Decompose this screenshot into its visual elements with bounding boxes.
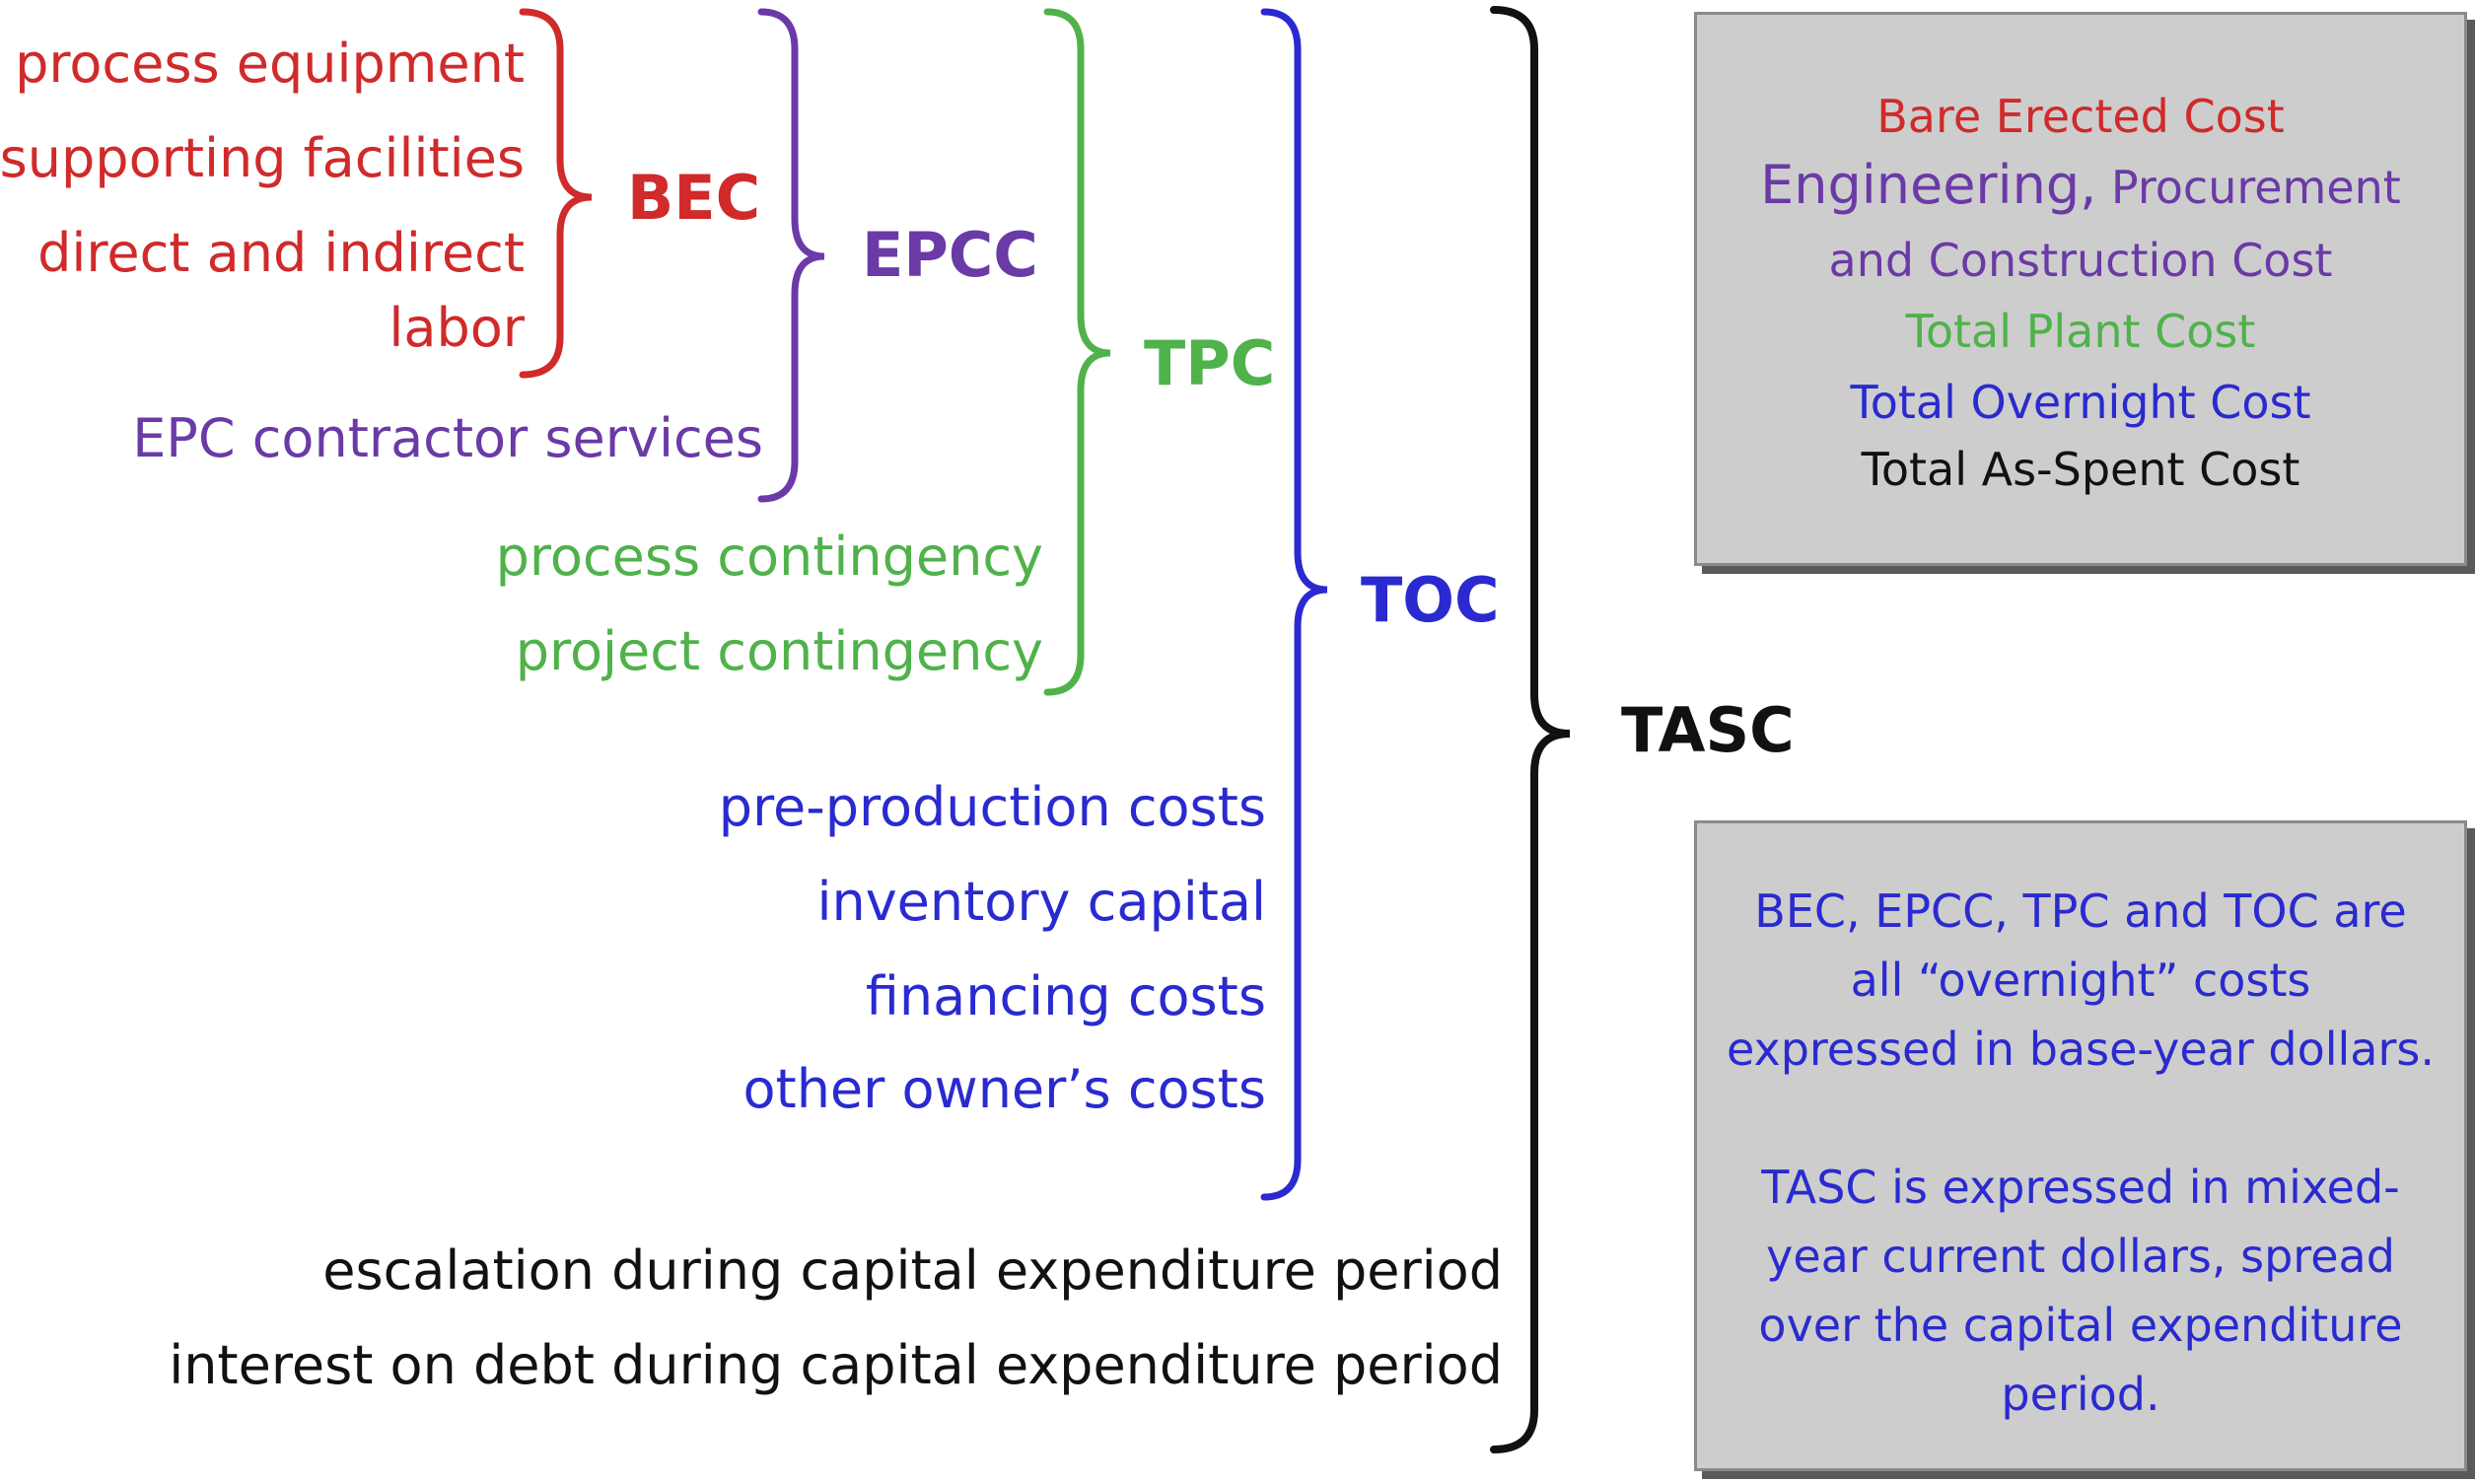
bec-brace bbox=[519, 8, 593, 379]
label-epcc: EPCC bbox=[862, 219, 1038, 291]
legend-toc: Total Overnight Cost bbox=[1850, 376, 2311, 429]
item-financing: financing costs bbox=[865, 965, 1266, 1027]
legend-epcc-rest: Procurement bbox=[2110, 161, 2401, 214]
legend-box: Bare Erected Cost Engineering, Procureme… bbox=[1694, 12, 2467, 566]
legend-tpc: Total Plant Cost bbox=[1905, 305, 2256, 358]
tpc-brace bbox=[1043, 8, 1111, 696]
legend-tasc: Total As-Spent Cost bbox=[1861, 443, 2300, 496]
note-line-7: period. bbox=[2001, 1368, 2160, 1421]
note-line-6: over the capital expenditure bbox=[1758, 1299, 2403, 1352]
toc-brace bbox=[1260, 8, 1328, 1201]
note-line-5: year current dollars, spread bbox=[1766, 1230, 2395, 1283]
legend-bec: Bare Erected Cost bbox=[1876, 90, 2285, 143]
note-line-1: BEC, EPCC, TPC and TOC are bbox=[1754, 884, 2407, 938]
label-bec: BEC bbox=[627, 162, 761, 234]
item-process-equipment: process equipment bbox=[15, 33, 525, 95]
item-project-contingency: project contingency bbox=[515, 620, 1043, 682]
note-line-4: TASC is expressed in mixed- bbox=[1761, 1161, 2400, 1214]
item-inventory: inventory capital bbox=[816, 871, 1267, 933]
legend-epcc-big: Engineering, bbox=[1760, 154, 2097, 216]
note-box: BEC, EPCC, TPC and TOC are all “overnigh… bbox=[1694, 820, 2467, 1471]
item-interest: interest on debt during capital expendit… bbox=[169, 1334, 1503, 1396]
label-toc: TOC bbox=[1361, 564, 1500, 636]
item-process-contingency: process contingency bbox=[495, 526, 1043, 588]
item-direct-indirect: direct and indirect bbox=[37, 222, 525, 284]
item-other-owner: other owner’s costs bbox=[742, 1058, 1266, 1120]
note-line-3: expressed in base-year dollars. bbox=[1726, 1023, 2435, 1076]
item-supporting-facilities: supporting facilities bbox=[0, 127, 525, 189]
label-tpc: TPC bbox=[1144, 327, 1276, 399]
item-labor: labor bbox=[389, 297, 525, 359]
item-escalation: escalation during capital expenditure pe… bbox=[322, 1239, 1503, 1302]
item-epc-services: EPC contractor services bbox=[132, 407, 763, 469]
tasc-brace bbox=[1490, 6, 1571, 1453]
legend-epcc-line1: Engineering, Procurement bbox=[1697, 159, 2464, 212]
note-line-2: all “overnight” costs bbox=[1850, 954, 2311, 1007]
epcc-brace bbox=[757, 8, 825, 503]
legend-epcc-line2: and Construction Cost bbox=[1828, 234, 2333, 287]
label-tasc: TASC bbox=[1621, 694, 1795, 766]
item-preproduction: pre-production costs bbox=[718, 776, 1266, 838]
